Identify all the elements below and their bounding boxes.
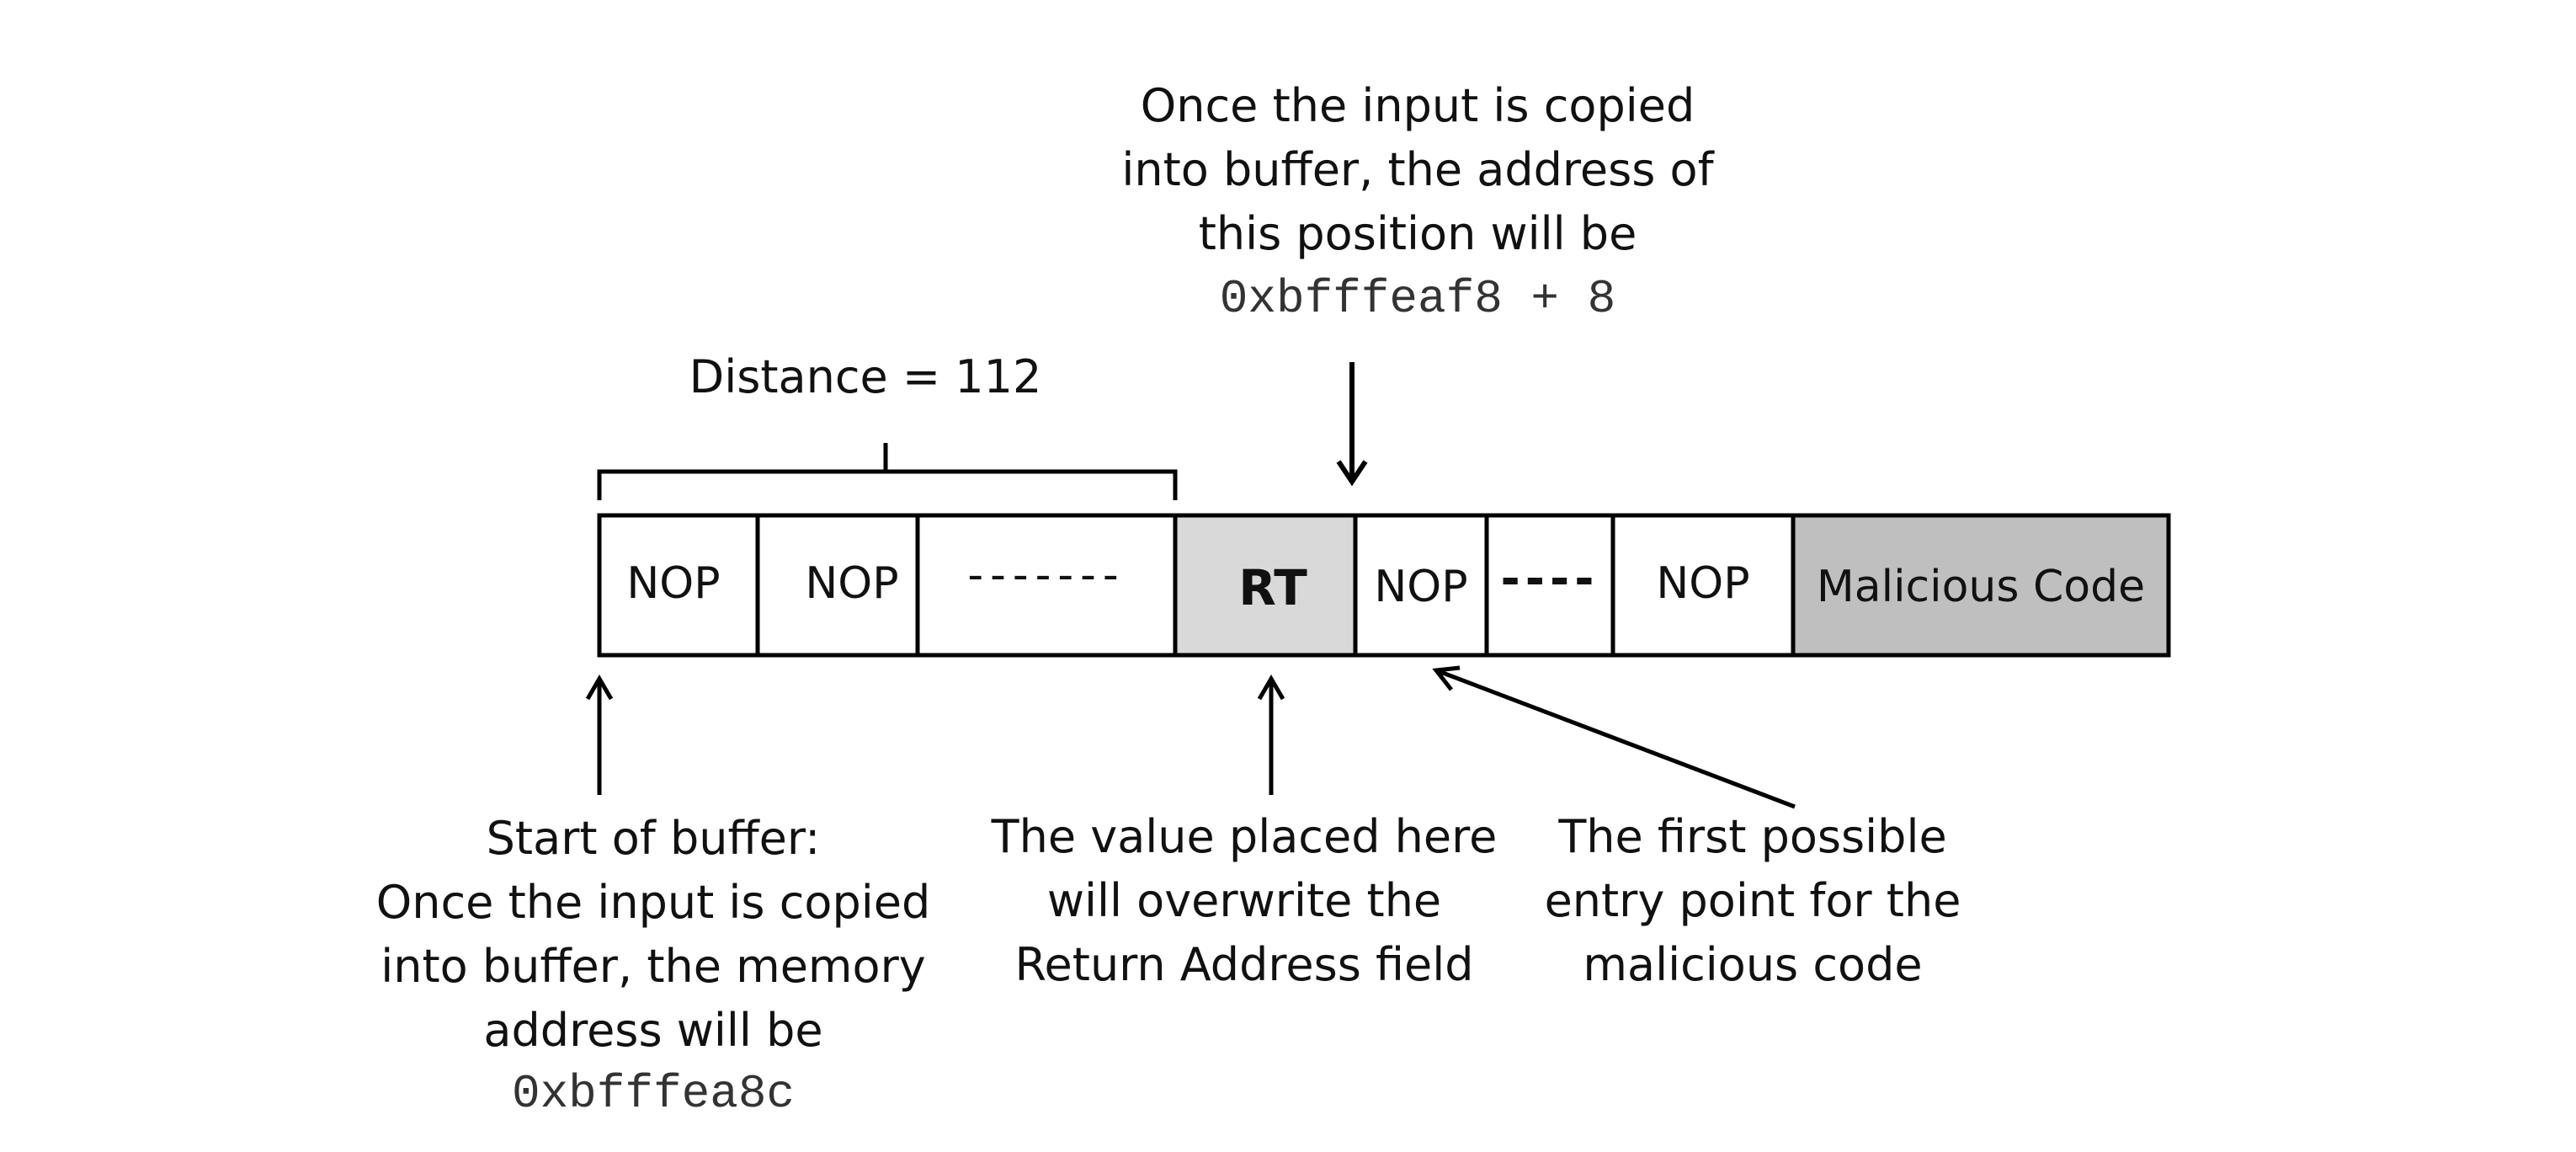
top-annotation-line-2: into buffer, the address of: [1121, 143, 1715, 196]
top-down-arrow: [1336, 362, 1368, 487]
bottom-middle-line-3: Return Address field: [1014, 938, 1473, 991]
distance-label: Distance = 112: [689, 350, 1042, 403]
bottom-left-line-2: Once the input is copied: [376, 876, 930, 929]
bottom-middle-line-1: The value placed here: [991, 810, 1498, 863]
bottom-left-line-1: Start of buffer:: [487, 812, 821, 865]
top-annotation-line-3: this position will be: [1199, 207, 1637, 260]
cell-nop-2-label: NOP: [805, 558, 898, 609]
top-annotation-line-1: Once the input is copied: [1141, 79, 1695, 132]
cell-gap-1-label: -------: [967, 550, 1125, 600]
bottom-middle-line-2: will overwrite the: [1047, 874, 1441, 927]
distance-brace: [597, 443, 1178, 500]
cell-gap-1: [915, 513, 1178, 658]
buffer-row: [597, 513, 2171, 658]
cell-nop-1-label: NOP: [626, 558, 720, 609]
rt-arrow: [1257, 675, 1285, 795]
cell-rt-label: RT: [1238, 559, 1307, 616]
cell-malicious: [1791, 513, 2171, 658]
top-annotation: Once the input is copied into buffer, th…: [1121, 79, 1715, 326]
start-buffer-arrow: [585, 675, 614, 795]
cell-nop-2: [755, 513, 920, 658]
bottom-left-line-4: address will be: [483, 1004, 822, 1057]
bottom-right-line-3: malicious code: [1583, 938, 1922, 991]
cell-nop-4-label: NOP: [1656, 558, 1749, 609]
bottom-left-line-3: into buffer, the memory: [381, 940, 925, 993]
bottom-middle-annotation: The value placed here will overwrite the…: [991, 810, 1498, 991]
top-annotation-address: 0xbfffeaf8 + 8: [1220, 272, 1615, 326]
entry-point-arrow: [1432, 665, 1796, 809]
bottom-right-annotation: The first possible entry point for the m…: [1545, 810, 1961, 991]
cell-malicious-label: Malicious Code: [1817, 562, 2145, 612]
bottom-right-line-1: The first possible: [1557, 810, 1946, 863]
bottom-right-line-2: entry point for the: [1545, 874, 1961, 927]
cell-nop-3-label: NOP: [1374, 562, 1467, 612]
cell-gap-2-label: ----: [1501, 552, 1599, 606]
bottom-left-annotation: Start of buffer: Once the input is copie…: [376, 812, 930, 1121]
bottom-left-address: 0xbfffea8c: [512, 1067, 795, 1121]
